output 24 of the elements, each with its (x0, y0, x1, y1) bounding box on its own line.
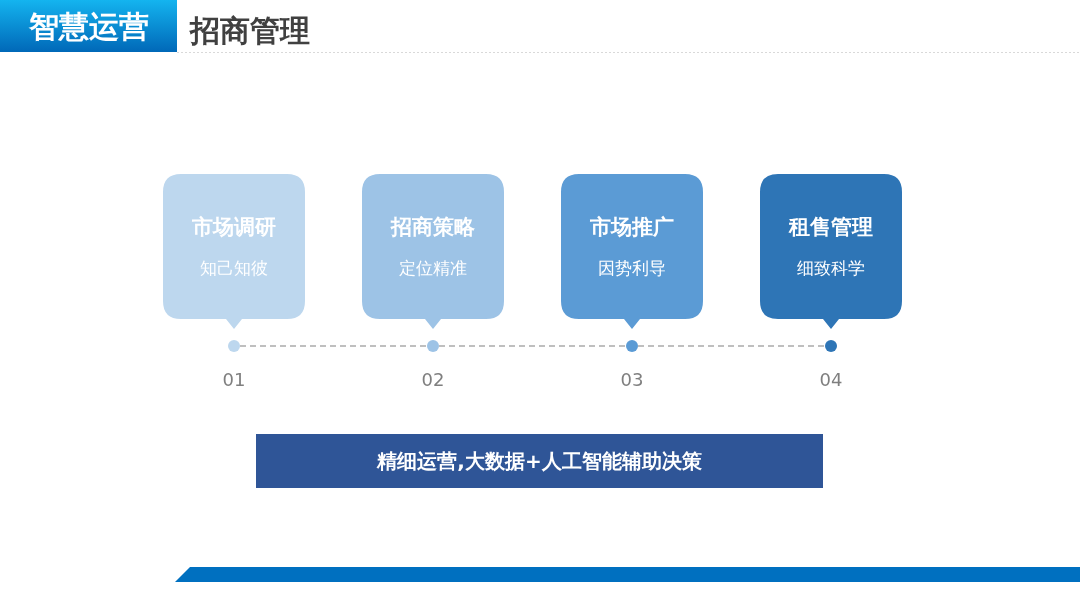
timeline-connector (637, 345, 826, 347)
page-title: 招商管理 (190, 12, 310, 50)
step-number: 03 (619, 368, 645, 392)
step-subtitle: 知己知彼 (200, 256, 268, 280)
step-number: 01 (221, 368, 247, 392)
callout-bubble (362, 174, 504, 330)
step-title: 招商策略 (391, 214, 475, 241)
step-title: 市场推广 (590, 214, 674, 241)
section-name: 智慧运营 (28, 7, 149, 46)
banner-text: 精细运营,大数据+人工智能辅助决策 (377, 448, 702, 475)
section-tab (0, 0, 177, 52)
summary-banner (256, 434, 823, 488)
step-title: 市场调研 (192, 214, 276, 241)
callout-bubble (163, 174, 305, 330)
step-subtitle: 细致科学 (797, 256, 865, 280)
timeline-connector (438, 345, 627, 347)
step-title: 租售管理 (789, 214, 873, 241)
callout-bubble (760, 174, 902, 330)
step-subtitle: 因势利导 (598, 256, 666, 280)
step-number: 04 (818, 368, 844, 392)
step-number: 02 (420, 368, 446, 392)
timeline-connector (239, 345, 428, 347)
step-subtitle: 定位精准 (399, 256, 467, 280)
callout-bubble (561, 174, 703, 330)
